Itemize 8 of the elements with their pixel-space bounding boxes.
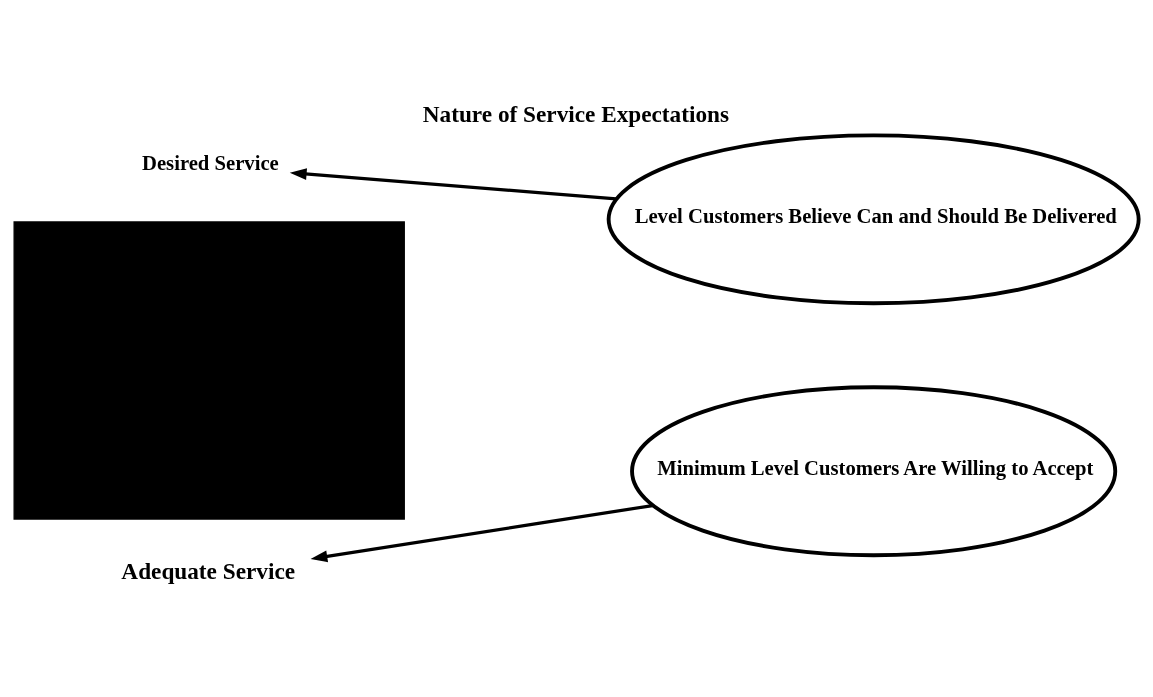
diagram-title: Nature of Service Expectations	[422, 100, 730, 127]
node-ellipse: Minimum Level Customers Are Willing to Accept	[630, 385, 1118, 558]
node-ellipse: Level Customers Believe Can and Should Be Delivered	[606, 133, 1141, 306]
arrow	[310, 503, 653, 563]
node-box	[13, 221, 405, 520]
node-text: Adequate Service	[121, 557, 296, 584]
arrow	[289, 168, 617, 201]
node-text: Desired Service	[142, 151, 279, 174]
